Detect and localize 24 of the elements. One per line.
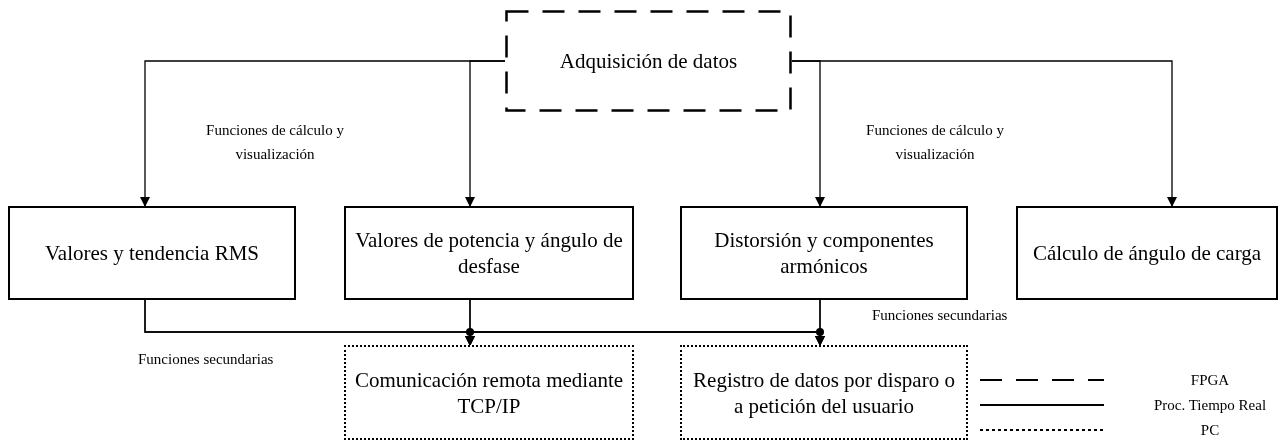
edge-label: Funciones de cálculo y visualización xyxy=(865,121,1005,164)
process-box xyxy=(1016,206,1278,300)
box-label: Registro de datos por disparo o a petición del usuario xyxy=(692,366,956,419)
legend-label: Proc. Tiempo Real xyxy=(1152,396,1268,415)
process-box xyxy=(344,206,634,300)
edge-label: Funciones de cálculo y visualización xyxy=(205,121,345,164)
process-box xyxy=(680,345,968,440)
legend-label: PC xyxy=(1199,421,1221,440)
box-label: Adquisición de datos xyxy=(559,48,738,74)
box-label: Comunicación remota mediante TCP/IP xyxy=(354,366,624,419)
box-label: Distorsión y componentes armónicos xyxy=(713,227,935,279)
arrow xyxy=(815,299,825,346)
box-label: Cálculo de ángulo de carga xyxy=(1032,240,1262,266)
process-box xyxy=(680,206,968,300)
process-box xyxy=(344,345,634,440)
box-label: Valores y tendencia RMS xyxy=(44,240,259,266)
arrow xyxy=(465,60,506,207)
note-label: Funciones secundarias xyxy=(872,306,1008,325)
process-box xyxy=(8,206,296,300)
box-label: Valores de potencia y ángulo de desfase xyxy=(354,227,624,279)
process-box xyxy=(505,10,792,112)
arrow xyxy=(791,60,1177,207)
note-label: Funciones secundarias xyxy=(138,350,274,369)
legend-label: FPGA xyxy=(1189,371,1231,390)
